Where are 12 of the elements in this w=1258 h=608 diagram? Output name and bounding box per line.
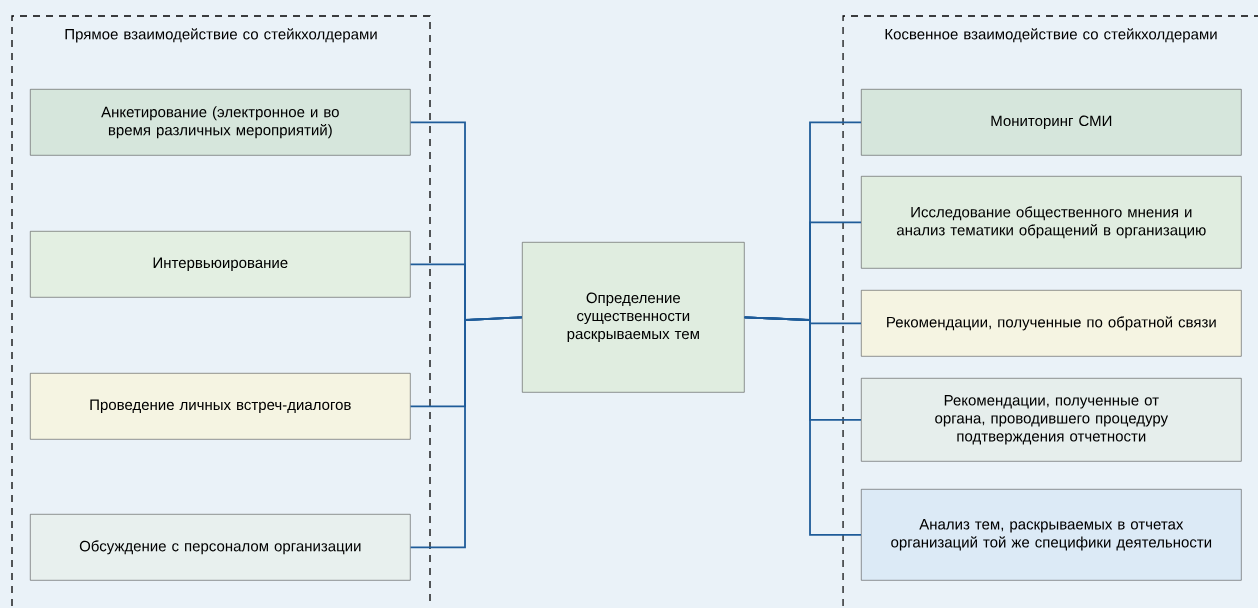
connector-line [409, 316, 523, 549]
process-box: Проведение личных встреч-диалогов [30, 373, 411, 440]
process-box: Анкетирование (электронное и во время различных мероприятий) [30, 89, 411, 156]
process-box: Анализ тем, раскрываемых в отчетах организаций той же специфики деятельности [861, 489, 1242, 581]
process-box: Определение существенности раскрываемых тем [522, 242, 745, 393]
process-box: Исследование общественного мнения и анализ тематики обращений в организацию [861, 176, 1242, 269]
process-box: Интервьюирование [30, 231, 411, 298]
connector-line [743, 316, 862, 536]
process-box: Мониторинг СМИ [861, 89, 1242, 156]
process-box: Обсуждение с персоналом организации [30, 514, 411, 581]
process-box: Рекомендации, полученные от органа, проводившего процедуру подтверждения отчетности [861, 378, 1242, 462]
process-box: Рекомендации, полученные по обратной связи [861, 290, 1242, 357]
